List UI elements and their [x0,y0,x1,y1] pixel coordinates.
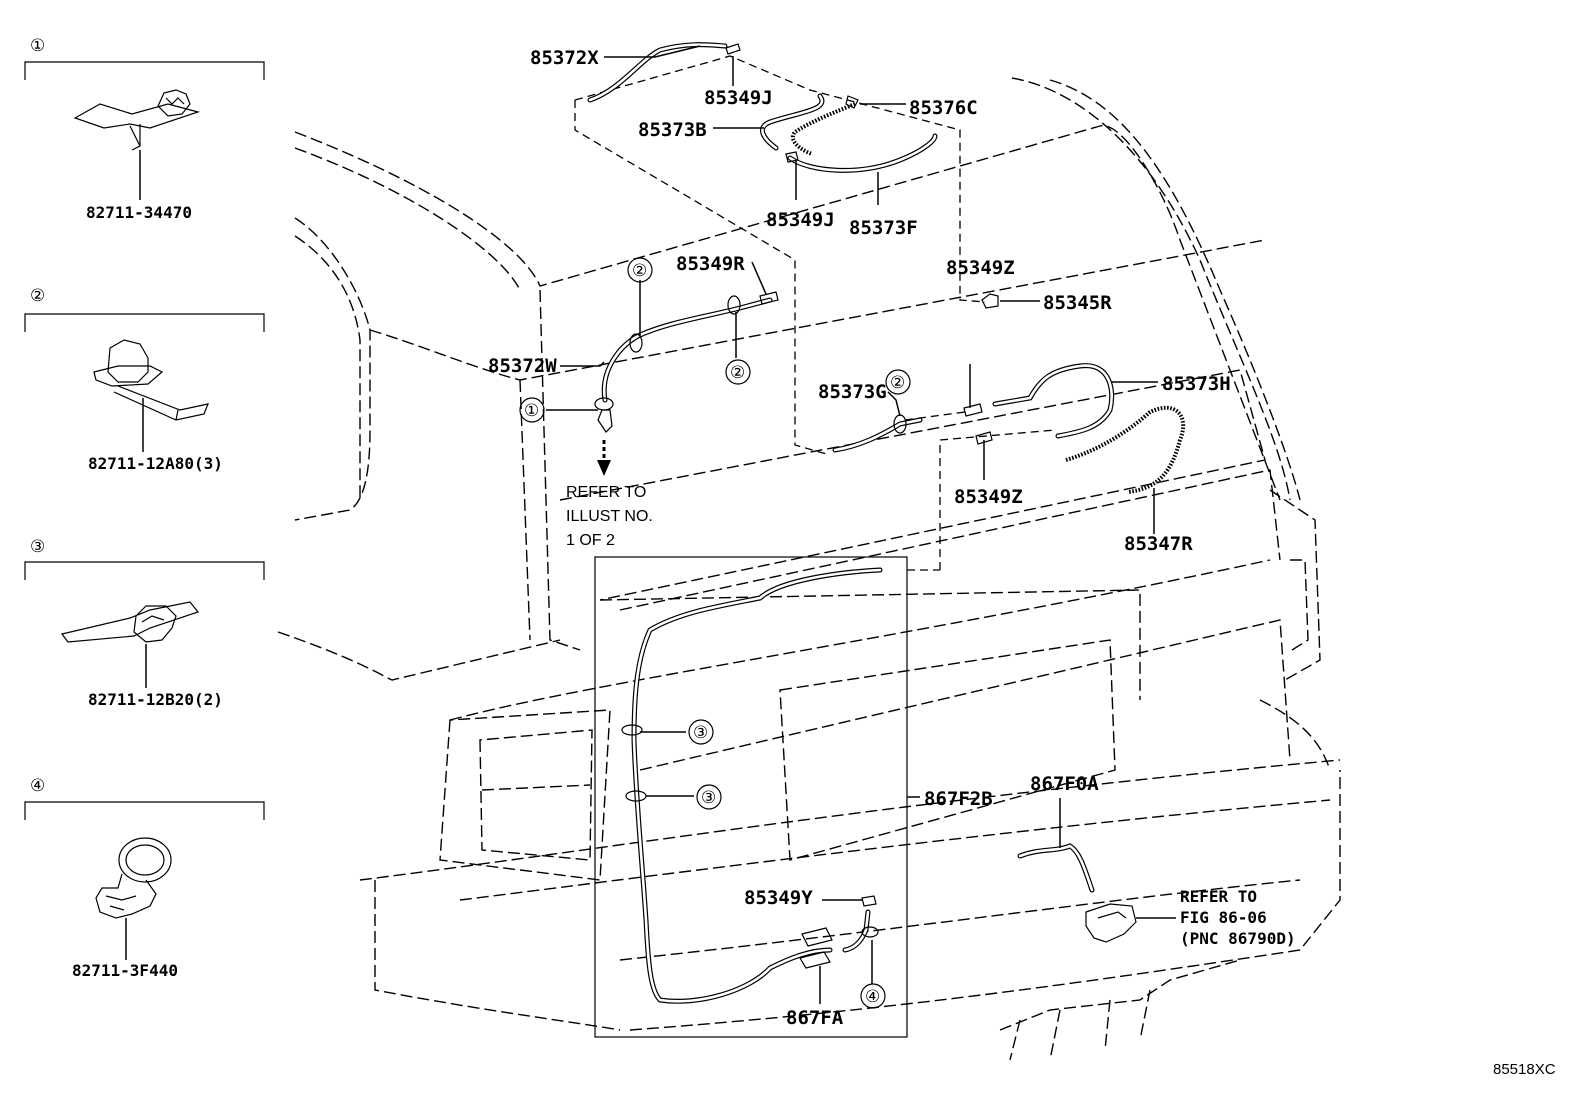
svg-text:③: ③ [693,723,708,742]
clip-12b20-icon [60,601,200,643]
legend-number: ② [30,286,45,305]
joint-icon [845,95,859,109]
svg-text:ILLUST NO.: ILLUST NO. [566,508,653,525]
joint-icon [975,431,993,445]
legend-item-3: ③ 82711-12B20(2) [24,537,265,709]
callout-85345r: 85345R [1043,292,1112,314]
figure-id: 85518XC [1493,1061,1556,1078]
callout-85373g: 85373G [818,381,887,403]
svg-text:REFER TO: REFER TO [1180,887,1257,906]
callout-85373f: 85373F [849,217,918,239]
clip-marker-3: ③ [696,784,722,810]
legend-number: ④ [30,776,45,795]
callout-85349z-bottom: 85349Z [954,486,1023,508]
joint-icon [861,895,877,907]
hose-joints [597,43,1137,969]
callout-867f2b: 867F2B [924,788,993,810]
legend-part-number: 82711-12A80(3) [88,454,223,473]
callout-85349y: 85349Y [744,887,813,909]
svg-text:(PNC 86790D): (PNC 86790D) [1180,929,1296,948]
legend-item-1: ① 82711-34470 [24,36,265,222]
refer-arrow [597,440,611,476]
clip-34470-icon [73,89,201,151]
clip-ring [727,295,741,315]
callout-85373b: 85373B [638,119,707,141]
clip-marker-2: ② [627,257,653,283]
callout-85349j-top: 85349J [704,87,773,109]
refer-illustration-note: REFER TO ILLUST NO. 1 OF 2 [566,484,653,549]
callout-867fa: 867FA [786,1007,844,1029]
assembly-group-boxes [574,55,1056,1038]
clip-ring [594,397,614,411]
legend-part-number: 82711-12B20(2) [88,690,223,709]
clip-marker-4: ④ [860,983,886,1009]
svg-text:1 OF 2: 1 OF 2 [566,532,615,549]
clip-3f440-icon [95,837,172,919]
joint-icon [725,43,741,55]
callout-85372x: 85372X [530,47,599,69]
legend-part-number: 82711-3F440 [72,961,178,980]
clip-marker-2: ② [885,369,911,395]
washer-hoses [587,42,1186,1004]
joint-icon [785,151,799,163]
legend-item-4: ④ 82711-3F440 [24,776,265,980]
callout-85349r: 85349R [676,253,745,275]
nozzle-icon [597,409,613,433]
clip-12a80-icon [93,339,209,421]
clip-marker-3: ③ [688,719,714,745]
grommet-icon [801,927,833,947]
callout-867f0a: 867F0A [1030,773,1099,795]
callout-85347r: 85347R [1124,533,1193,555]
refer-figure-note: REFER TO FIG 86-06 (PNC 86790D) [1180,887,1296,948]
callout-85376c: 85376C [909,97,978,119]
leader-lines [546,45,1176,1004]
clip-ring [861,926,879,938]
camera-bracket-icon [1085,903,1137,943]
svg-text:②: ② [632,261,647,280]
svg-text:②: ② [730,363,745,382]
callout-85349z-top: 85349Z [946,257,1015,279]
clip-ring [621,724,643,736]
legend-part-number: 82711-34470 [86,203,192,222]
legend-number: ③ [30,537,45,556]
svg-text:②: ② [890,373,905,392]
legend-number: ① [30,36,45,55]
clip-ring [629,333,643,353]
svg-text:①: ① [524,401,539,420]
svg-text:FIG 86-06: FIG 86-06 [1180,908,1267,927]
joint-icon [963,403,983,417]
clip-legend: ① 82711-34470 ② 82711-12A80(3) [24,36,265,980]
washer-hose-group-box [594,556,908,1038]
svg-text:REFER TO: REFER TO [566,484,646,501]
callout-85349j-mid: 85349J [766,209,835,231]
vehicle-body-outline [277,77,1341,1061]
clip-marker-2: ② [725,359,751,385]
joint-icon [759,291,779,305]
callout-85373h: 85373H [1162,373,1231,395]
svg-text:④: ④ [865,987,880,1006]
holder-867fa-icon [799,951,831,969]
callout-85372w: 85372W [488,355,557,377]
clip-marker-1: ① [519,397,545,423]
svg-text:③: ③ [701,788,716,807]
cap-85345r-icon [981,293,999,309]
legend-item-2: ② 82711-12A80(3) [24,286,265,473]
part-callouts: 85372X 85349J 85376C 85373B 85349J 85373… [488,47,1231,1029]
clip-markers: ① ② ② ② ③ ③ ④ [519,257,911,1009]
